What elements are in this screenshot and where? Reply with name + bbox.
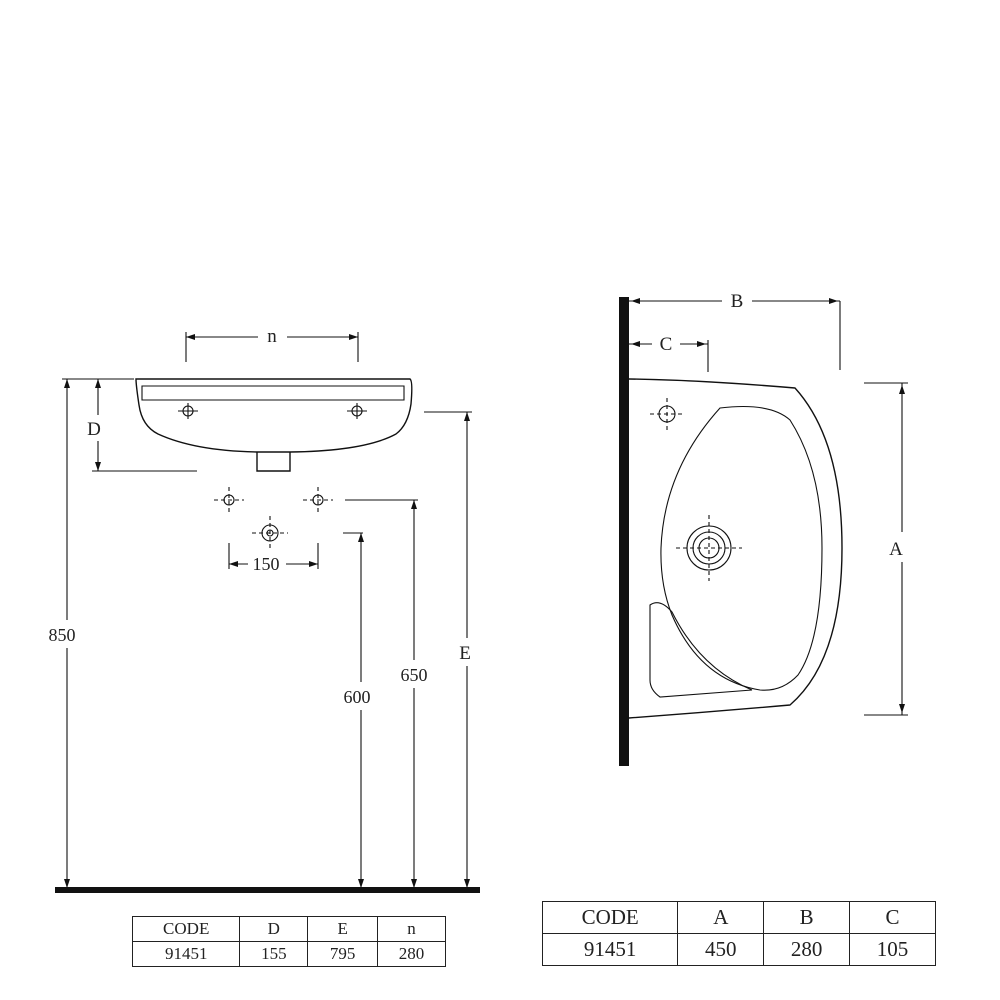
drain-point-icon	[252, 516, 288, 550]
dim-650: 650	[345, 499, 428, 888]
dim-a: A	[864, 382, 908, 716]
dim-c-label: C	[660, 334, 673, 355]
dim-650-label: 650	[401, 665, 428, 685]
table-cell: 450	[677, 933, 765, 966]
table-header-cell: CODE	[131, 916, 241, 942]
table-header-cell: CODE	[541, 901, 679, 934]
spec-table-right: CODE A B C 91451 450 280 105	[541, 901, 936, 966]
table-cell: 91451	[131, 941, 241, 967]
drain-top-icon	[676, 515, 742, 581]
dim-b-label: B	[731, 291, 744, 312]
supply-point-right-icon	[303, 487, 333, 514]
basin-top-outline	[628, 378, 843, 719]
table-row: 91451 450 280 105	[541, 933, 936, 966]
dim-n: n	[185, 326, 359, 362]
dim-a-label: A	[889, 539, 903, 560]
table-cell: 105	[849, 933, 936, 966]
side-view: B C A	[619, 291, 908, 766]
table-header-cell: C	[849, 901, 936, 934]
table-header-cell: A	[677, 901, 765, 934]
tap-hole-left-icon	[178, 403, 198, 419]
spec-table-left: CODE D E n 91451 155 795 280	[131, 916, 446, 967]
dim-850: 850	[49, 378, 132, 888]
table-header-row: CODE A B C	[541, 901, 936, 934]
table-cell: 280	[377, 941, 446, 967]
basin-rim-inner	[141, 385, 405, 401]
tap-hole-right-icon	[347, 403, 367, 419]
table-header-row: CODE D E n	[131, 916, 446, 942]
tap-hole-top-icon	[650, 398, 684, 430]
table-cell: 91451	[541, 933, 679, 966]
table-cell: 280	[763, 933, 851, 966]
basin-recess	[649, 602, 753, 698]
table-cell: 795	[307, 941, 379, 967]
table-row: 91451 155 795 280	[131, 941, 446, 967]
dim-n-label: n	[267, 326, 277, 347]
dim-e-label: E	[459, 643, 471, 664]
dim-c: C	[629, 334, 709, 372]
dim-600-label: 600	[344, 687, 371, 707]
dim-d: D	[87, 378, 197, 472]
table-header-cell: n	[377, 916, 446, 942]
basin-front-outline	[135, 378, 413, 453]
dim-d-label: D	[87, 419, 101, 440]
waste-outlet	[256, 452, 291, 472]
dim-150-label: 150	[253, 554, 280, 574]
table-header-cell: E	[307, 916, 379, 942]
table-header-cell: B	[763, 901, 851, 934]
dim-150: 150	[228, 543, 319, 574]
dim-850-label: 850	[49, 625, 76, 645]
table-cell: 155	[239, 941, 309, 967]
dim-b: B	[629, 291, 841, 370]
supply-point-left-icon	[214, 487, 244, 514]
front-view: n D 150 850	[49, 326, 480, 893]
wall	[619, 297, 629, 766]
basin-bowl-inner	[660, 405, 823, 691]
dim-600: 600	[343, 532, 371, 888]
dim-e: E	[424, 411, 472, 888]
table-header-cell: D	[239, 916, 309, 942]
